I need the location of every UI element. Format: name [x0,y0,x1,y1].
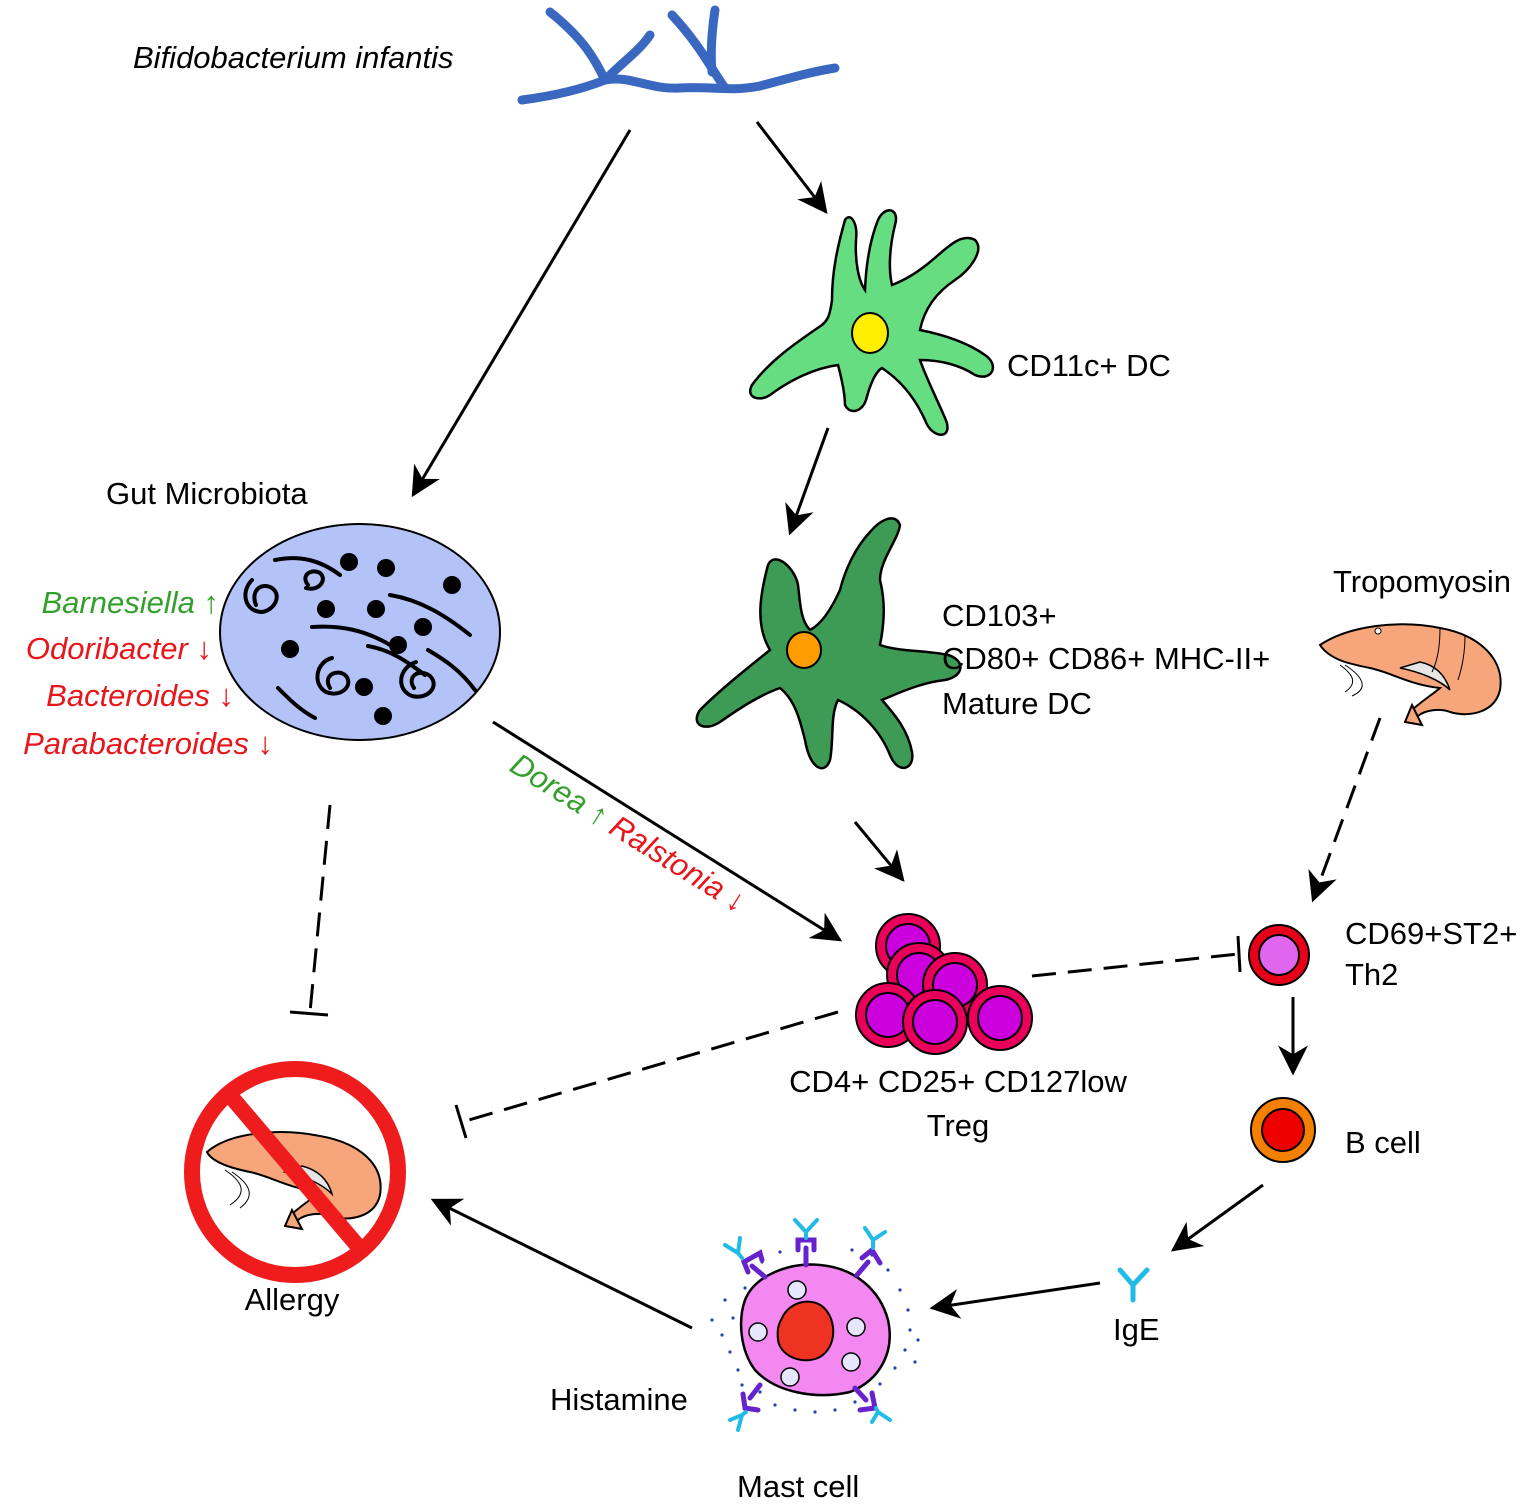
arrow-bif-to-dc [755,121,828,214]
arrows [289,121,1382,1330]
gut-taxa-list: Barnesiella ↑ Odoribacter ↓ Bacteroides … [23,585,273,761]
bifidobacterium-icon [517,5,840,105]
histamine-label: Histamine [550,1382,688,1417]
arrow-tropomyosin-to-th2 [1308,717,1382,903]
cd11c-dc-cell [749,209,995,436]
mast-cell [710,1218,920,1432]
arrow-gut-to-treg [492,720,843,942]
taxon-bacteroides: Bacteroides ↓ [46,678,234,713]
gut-microbiota-icon [219,523,501,741]
ige-icon [1117,1267,1150,1303]
tropomyosin-label: Tropomyosin [1333,564,1511,599]
taxon-odoribacter: Odoribacter ↓ [26,631,212,666]
treg-cell-cluster [855,913,1033,1055]
inhibit-treg-allergy [454,1010,839,1139]
mature-dc-line3: Mature DC [942,686,1092,721]
taxon-parabacteroides: Parabacteroides ↓ [23,726,273,761]
arrow-mast-to-allergy [430,1198,693,1330]
b-cell [1250,1097,1316,1163]
th2-line2: Th2 [1345,957,1398,992]
th2-cell [1248,924,1310,986]
arrow-mature-to-treg [853,821,905,882]
b-cell-label: B cell [1345,1125,1421,1160]
inhibit-treg-th2 [1031,935,1242,978]
arrow-ige-to-mast [929,1281,1101,1319]
arrow-bcell-to-ige [1170,1183,1264,1252]
allergy-no-sign-icon [184,1061,406,1283]
taxon-barnesiella: Barnesiella ↑ [42,585,220,620]
mature-dc-line2: CD80+ CD86+ MHC-II+ [942,641,1270,676]
dorea-ralstonia-label: Dorea ↑ Ralstonia ↓ [504,746,752,919]
mast-cell-label: Mast cell [737,1469,859,1504]
ige-label: IgE [1113,1312,1160,1347]
cd11c-dc-label: CD11c+ DC [1007,348,1171,383]
arrow-dc-to-mature [785,427,830,536]
inhibit-gut-allergy [289,804,332,1017]
gut-microbiota-title: Gut Microbiota [106,476,308,511]
allergy-label: Allergy [245,1282,340,1317]
bacterium-label: Bifidobacterium infantis [133,40,454,75]
mature-dc-line1: CD103+ [942,598,1057,633]
treg-line2: Treg [927,1108,990,1143]
treg-line1: CD4+ CD25+ CD127low [789,1064,1127,1099]
arrow-bif-to-gut [411,129,632,498]
shrimp-icon [1318,623,1502,727]
mature-dc-cell [695,517,962,770]
th2-line1: CD69+ST2+ [1345,916,1517,951]
